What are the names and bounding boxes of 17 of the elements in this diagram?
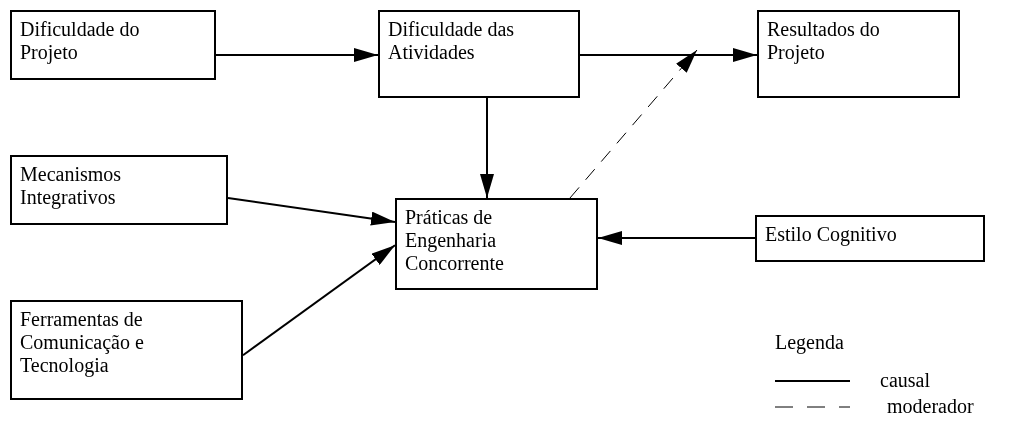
arrow [215, 48, 379, 62]
legend-title: Legenda [775, 331, 844, 354]
arrow [227, 197, 396, 226]
arrow [242, 244, 396, 357]
process-box: Dificuldade do Projeto [10, 10, 216, 80]
process-box: Estilo Cognitivo [755, 215, 985, 262]
process-box: Ferramentas de Comunicação e Tecnologia [10, 300, 243, 400]
arrow [597, 231, 756, 245]
process-box: Resultados do Projeto [757, 10, 960, 98]
legend-text: causal [880, 369, 930, 392]
process-box: Práticas de Engenharia Concorrente [395, 198, 598, 290]
legend-text: moderador [887, 395, 974, 418]
dashed-arrow [569, 49, 698, 199]
arrow [579, 48, 758, 62]
process-box: Dificuldade das Atividades [378, 10, 580, 98]
arrow [480, 97, 494, 199]
process-box: Mecanismos Integrativos [10, 155, 228, 225]
